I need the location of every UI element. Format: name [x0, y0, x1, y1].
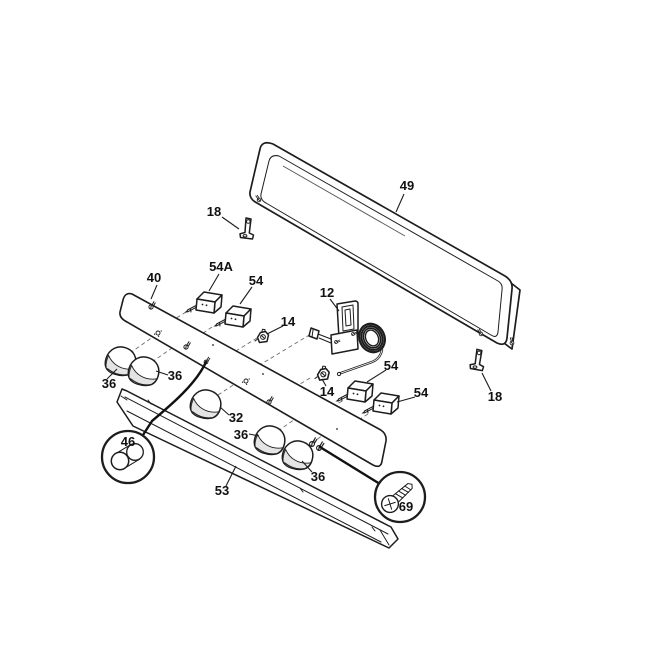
leader-line-14-12 — [321, 378, 327, 387]
mounting-bracket-right — [469, 348, 486, 372]
part-label-54-14: 54 — [414, 385, 429, 400]
leader-line-36-7 — [106, 368, 118, 380]
leader-line-32-9 — [219, 406, 230, 416]
screw-glyph — [380, 483, 413, 514]
leader-line-53-16 — [225, 465, 237, 487]
leader-line-54a-2 — [208, 273, 220, 292]
part-label-40-6: 40 — [147, 270, 161, 285]
part-label-18-1: 18 — [207, 204, 221, 219]
leader-line-54-13 — [366, 369, 387, 383]
part-label-54a-2: 54A — [209, 259, 233, 274]
leader-line-49-0 — [395, 193, 405, 213]
small-switch-14-top — [254, 328, 270, 344]
part-label-54-13: 54 — [384, 358, 399, 373]
backguard-panel — [249, 141, 521, 350]
part-label-36-7: 36 — [102, 376, 116, 391]
backguard-inner-edge — [260, 155, 503, 337]
part-label-18-15: 18 — [488, 389, 502, 404]
mounting-bracket-left — [239, 217, 255, 240]
leader-line-36-8 — [155, 370, 169, 376]
leader-line-14-5 — [266, 325, 284, 335]
part-label-12-4: 12 — [320, 285, 334, 300]
detail-circle-69 — [318, 445, 427, 524]
switch-54a — [183, 291, 223, 314]
leader-line-18-1 — [221, 216, 240, 230]
trim-strip — [116, 388, 399, 549]
callout-labels: 49 18 54A 54 12 14 40 36 36 32 36 36 14 54 54 18 53 46 69 — [102, 178, 502, 514]
control-panel — [119, 292, 387, 468]
leader-line-36-10 — [248, 433, 260, 437]
capillary-coil — [358, 322, 386, 354]
backguard-front-face — [249, 141, 513, 346]
leader-line-40-6 — [150, 284, 158, 300]
leader-line-36-11 — [301, 460, 313, 473]
part-label-49-0: 49 — [400, 178, 414, 193]
small-switch-14-bottom — [314, 365, 330, 381]
oven-thermostat — [308, 300, 359, 355]
leader-line-18-15 — [481, 372, 492, 392]
part-label-36-10: 36 — [234, 427, 248, 442]
part-label-14-12: 14 — [320, 384, 335, 399]
part-label-36-11: 36 — [311, 469, 325, 484]
part-label-53-16: 53 — [215, 483, 229, 498]
part-label-46-17: 46 — [121, 434, 135, 449]
part-label-14-5: 14 — [281, 314, 296, 329]
leader-line-54-14 — [396, 396, 416, 403]
leader-line-54-3 — [239, 286, 253, 305]
switch-54-right-1 — [334, 380, 374, 403]
leader-line-12-4 — [329, 298, 340, 312]
control-knob-32 — [186, 385, 226, 424]
part-label-36-8: 36 — [168, 368, 182, 383]
part-label-69-18: 69 — [399, 499, 413, 514]
part-label-54-3: 54 — [249, 273, 264, 288]
part-label-32-9: 32 — [229, 410, 243, 425]
detail-circle-46 — [100, 360, 208, 485]
backguard-highlight-line — [282, 165, 406, 237]
capillary-tube — [336, 348, 384, 377]
